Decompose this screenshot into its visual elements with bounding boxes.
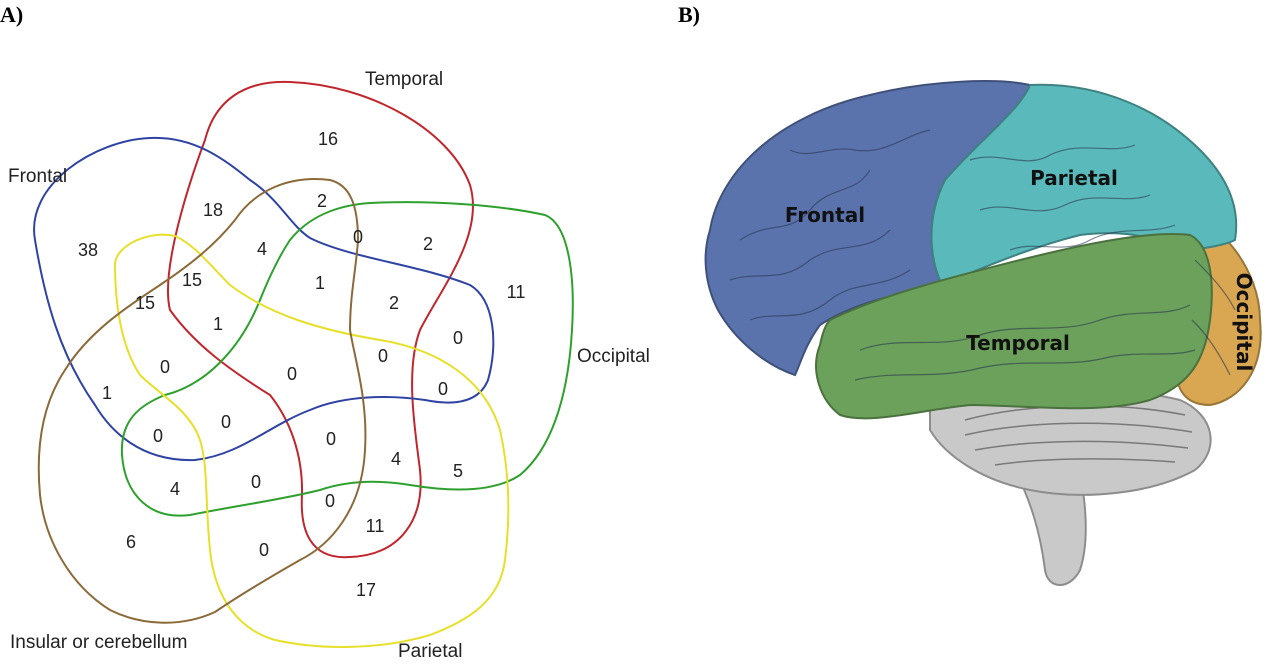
venn-count: 4 <box>391 449 401 469</box>
venn-count: 4 <box>257 239 267 259</box>
gyri-lines <box>729 129 1236 381</box>
venn-count: 0 <box>353 227 363 247</box>
venn-count: 11 <box>507 282 526 302</box>
venn-count: 0 <box>378 346 388 366</box>
venn-outline-parietal <box>113 233 510 648</box>
venn-count: 6 <box>126 532 136 552</box>
venn-count: 2 <box>317 191 327 211</box>
lobe-label-frontal: Frontal <box>785 203 865 227</box>
venn-count: 4 <box>170 479 180 499</box>
brain-illustration: Frontal Parietal Temporal Occipital <box>704 80 1262 586</box>
set-label-insular: Insular or cerebellum <box>10 632 187 653</box>
panel-b-label: B) <box>678 2 700 27</box>
lobe-label-occipital: Occipital <box>1232 273 1256 372</box>
set-label-occipital: Occipital <box>577 346 650 367</box>
venn-count: 5 <box>453 461 463 481</box>
venn-outline-temporal <box>167 80 474 559</box>
venn-outline-insular <box>37 178 367 624</box>
venn-count: 1 <box>102 383 112 403</box>
set-label-parietal: Parietal <box>398 641 462 662</box>
venn-count: 0 <box>160 357 170 377</box>
venn-diagram: Temporal Frontal Occipital Insular or ce… <box>8 69 650 662</box>
venn-count: 0 <box>153 426 163 446</box>
brainstem <box>1013 469 1087 586</box>
venn-count: 0 <box>287 364 297 384</box>
set-label-frontal: Frontal <box>8 166 67 187</box>
panel-a-label: A) <box>0 2 24 27</box>
venn-count: 0 <box>325 491 335 511</box>
venn-count: 1 <box>315 273 325 293</box>
venn-count: 0 <box>259 540 269 560</box>
venn-count: 18 <box>203 200 223 220</box>
venn-outline-frontal <box>33 136 495 462</box>
temporal-lobe <box>815 233 1213 420</box>
venn-count: 0 <box>326 429 336 449</box>
venn-count: 11 <box>366 516 385 536</box>
venn-count: 15 <box>182 270 202 290</box>
venn-count: 2 <box>423 234 433 254</box>
venn-count: 2 <box>389 293 399 313</box>
venn-count: 15 <box>135 293 155 313</box>
venn-count: 1 <box>213 314 223 334</box>
venn-count: 0 <box>251 472 261 492</box>
set-label-temporal: Temporal <box>365 69 443 90</box>
venn-outline-occipital <box>120 201 574 517</box>
venn-count: 16 <box>318 129 338 149</box>
lobe-label-temporal: Temporal <box>966 331 1070 355</box>
venn-count: 0 <box>438 379 448 399</box>
venn-count: 38 <box>78 240 98 260</box>
venn-count: 0 <box>221 412 231 432</box>
lobe-label-parietal: Parietal <box>1030 166 1118 190</box>
venn-count: 17 <box>356 580 376 600</box>
venn-count: 0 <box>453 328 463 348</box>
